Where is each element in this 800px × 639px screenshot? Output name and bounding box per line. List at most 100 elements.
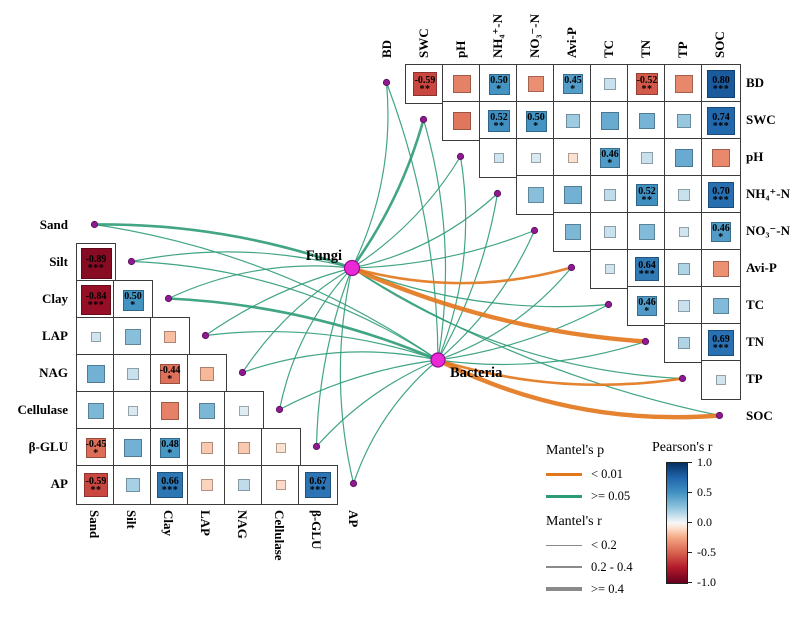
- pearson-r-square: [201, 442, 213, 454]
- pearson-r-square: [600, 148, 620, 168]
- matrix-cell-NO₃⁻-N-TC: [590, 212, 630, 252]
- variable-anchor-dot-NO₃⁻-N: [530, 226, 539, 235]
- matrix-cell-pH-TC: 0.46*: [590, 138, 630, 178]
- mantel-edge-Bacteria-TC: [437, 303, 610, 361]
- variable-anchor-dot-SWC: [419, 115, 428, 124]
- matrix-cell-SWC-TP: [664, 101, 704, 141]
- pearson-r-square: [157, 472, 183, 498]
- pearson-r-square: [122, 289, 144, 311]
- lower-col-label-NAG: NAG: [234, 510, 250, 539]
- variable-anchor-dot-AP: [349, 479, 358, 488]
- matrix-cell-NAG-Sand: [76, 354, 116, 394]
- matrix-cell-NH₄⁺-N-TC: [590, 175, 630, 215]
- lower-col-label-Silt: Silt: [123, 510, 139, 529]
- pearson-r-square: [638, 112, 656, 130]
- pearson-r-square: [676, 113, 692, 129]
- matrix-cell-NAG-LAP: [187, 354, 227, 394]
- mantel-edge-Bacteria-SWC: [422, 118, 447, 361]
- pearson-r-square: [127, 368, 139, 380]
- colorbar-tick-label: -0.5: [697, 545, 716, 559]
- pearson-r-square: [201, 479, 213, 491]
- lower-col-label-LAP: LAP: [197, 510, 213, 536]
- pearson-r-square: [80, 247, 112, 279]
- mantel-edge-Bacteria-NH₄⁺-N: [437, 192, 499, 361]
- matrix-cell-Avi-P-TC: [590, 249, 630, 289]
- pearson-r-square: [634, 256, 660, 282]
- mantel-edge-Fungi-Silt: [130, 251, 353, 269]
- lower-row-label-Clay: Clay: [42, 290, 68, 306]
- pearson-r-square: [707, 181, 735, 209]
- pearson-r-square: [707, 107, 735, 135]
- pearson-r-square: [677, 262, 691, 276]
- variable-anchor-dot-TC: [604, 300, 613, 309]
- pearson-r-square: [124, 439, 142, 457]
- variable-anchor-dot-BD: [382, 78, 391, 87]
- upper-col-label-TN: TN: [637, 39, 653, 58]
- pearson-r-square: [527, 75, 545, 93]
- upper-row-label-SWC: SWC: [746, 111, 776, 127]
- upper-row-label-pH: pH: [746, 148, 764, 164]
- pearson-r-square: [125, 329, 141, 345]
- matrix-cell-TP-SOC: [701, 360, 741, 400]
- upper-row-label-TC: TC: [746, 296, 765, 312]
- upper-row-label-TP: TP: [746, 370, 763, 386]
- pearson-r-square: [712, 149, 730, 167]
- colorbar-tick-label: 1.0: [697, 455, 712, 469]
- matrix-cell-SWC-NH₄⁺-N: 0.52**: [479, 101, 519, 141]
- mantel-edge-Bacteria-SOC: [435, 357, 722, 420]
- matrix-cell-SWC-TN: [627, 101, 667, 141]
- mantel-edge-Bacteria-Clay: [167, 297, 440, 362]
- mantel-edge-Fungi-Clay: [167, 265, 353, 300]
- matrix-cell-AP-NAG: [224, 465, 264, 505]
- pearson-r-square: [564, 223, 582, 241]
- matrix-cell-pH-TN: [627, 138, 667, 178]
- matrix-cell-Cellulase-Clay: [150, 391, 190, 431]
- colorbar-tick-mark: [687, 492, 692, 493]
- matrix-cell-NH₄⁺-N-Avi-P: [553, 175, 593, 215]
- lower-col-label-Clay: Clay: [160, 510, 176, 536]
- mantel-r-item-0: < 0.2: [546, 534, 716, 556]
- pearson-r-square: [87, 402, 105, 420]
- upper-col-label-NO₃⁻-N: NO₃⁻-N: [526, 14, 542, 58]
- matrix-cell-pH-SOC: [701, 138, 741, 178]
- lower-col-label-Sand: Sand: [86, 510, 102, 539]
- matrix-cell-NH₄⁺-N-TP: [664, 175, 704, 215]
- pearson-r-square: [90, 331, 102, 343]
- matrix-cell-pH-TP: [664, 138, 704, 178]
- colorbar-tick-mark: [687, 522, 692, 523]
- matrix-cell-AP-β-GLU: 0.67***: [298, 465, 338, 505]
- pearson-colorbar-gradient: [666, 462, 688, 584]
- mantel-edge-Fungi-TC: [351, 267, 610, 308]
- matrix-cell-SWC-pH: [442, 101, 482, 141]
- matrix-cell-BD-SOC: 0.80***: [701, 64, 741, 104]
- mantel-p-item-1-line-sample: [546, 494, 582, 498]
- mantel-r-item-1-label: 0.2 - 0.4: [591, 559, 633, 574]
- variable-anchor-dot-β-GLU: [312, 442, 321, 451]
- matrix-cell-Avi-P-TP: [664, 249, 704, 289]
- pearson-r-square: [604, 226, 616, 238]
- pearson-r-square: [530, 152, 542, 164]
- pearson-r-square: [637, 296, 657, 316]
- pearson-r-square: [160, 364, 180, 384]
- upper-col-label-NH₄⁺-N: NH₄⁺-N: [489, 14, 505, 58]
- matrix-cell-NAG-Silt: [113, 354, 153, 394]
- mantel-edge-Bacteria-NAG: [241, 351, 439, 374]
- matrix-cell-Cellulase-Silt: [113, 391, 153, 431]
- pearson-r-square: [86, 438, 106, 458]
- matrix-cell-BD-NH₄⁺-N: 0.50*: [479, 64, 519, 104]
- pearson-r-square: [604, 189, 616, 201]
- pearson-r-square: [706, 69, 736, 99]
- mantel-edge-Bacteria-NO₃⁻-N: [437, 229, 536, 361]
- variable-anchor-dot-TP: [678, 374, 687, 383]
- matrix-cell-NO₃⁻-N-SOC: 0.46*: [701, 212, 741, 252]
- matrix-cell-LAP-Clay: [150, 317, 190, 357]
- matrix-cell-NH₄⁺-N-TN: 0.52**: [627, 175, 667, 215]
- pearson-r-square: [715, 374, 727, 386]
- mantel-edge-Fungi-NO₃⁻-N: [351, 229, 536, 269]
- mantel-edge-Bacteria-LAP: [204, 330, 439, 361]
- matrix-cell-TC-TP: [664, 286, 704, 326]
- variable-anchor-dot-Sand: [90, 220, 99, 229]
- pearson-r-square: [413, 72, 437, 96]
- mantel-edge-Fungi-BD: [351, 81, 389, 269]
